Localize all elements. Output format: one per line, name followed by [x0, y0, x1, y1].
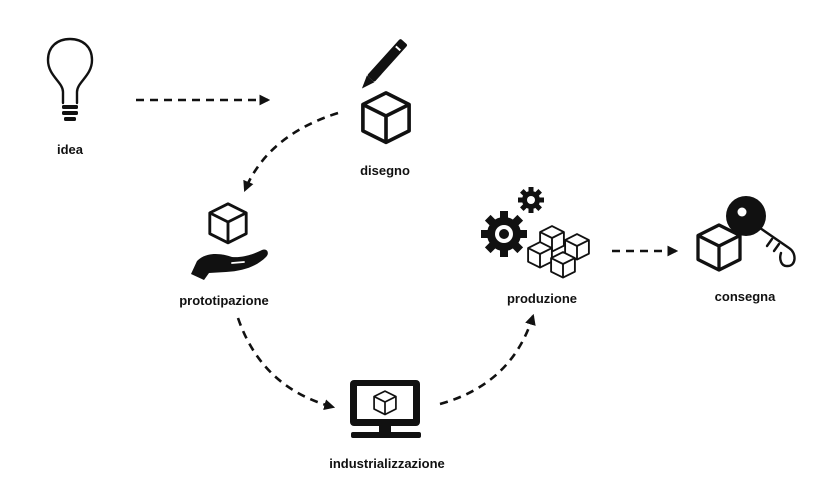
step-label: industrializzazione [329, 456, 445, 471]
key-cube-icon [696, 196, 796, 272]
lightbulb-icon [46, 37, 94, 121]
pen-cube-icon [361, 39, 411, 145]
step-label: disegno [360, 163, 410, 178]
step-prototipazione: prototipazione [179, 202, 269, 308]
step-label: prototipazione [179, 293, 269, 308]
step-industrializzazione: industrializzazione [329, 380, 445, 471]
step-consegna: consegna [696, 196, 796, 304]
hand-cube-icon [191, 202, 268, 280]
arrow-prototipazione-industrializzazione [236, 317, 336, 411]
step-label: produzione [507, 291, 577, 306]
step-label: idea [57, 142, 84, 157]
step-disegno: disegno [360, 39, 411, 178]
gear-icon [481, 211, 527, 257]
gears-cubes-icon [481, 187, 590, 279]
step-label: consegna [715, 289, 776, 304]
arrow-disegno-prototipazione [243, 111, 339, 193]
monitor-cube-icon [350, 380, 421, 438]
step-produzione: produzione [481, 187, 590, 306]
gear-icon [518, 187, 544, 213]
arrow-industrializzazione-produzione [439, 313, 536, 406]
step-idea: idea [46, 37, 94, 157]
